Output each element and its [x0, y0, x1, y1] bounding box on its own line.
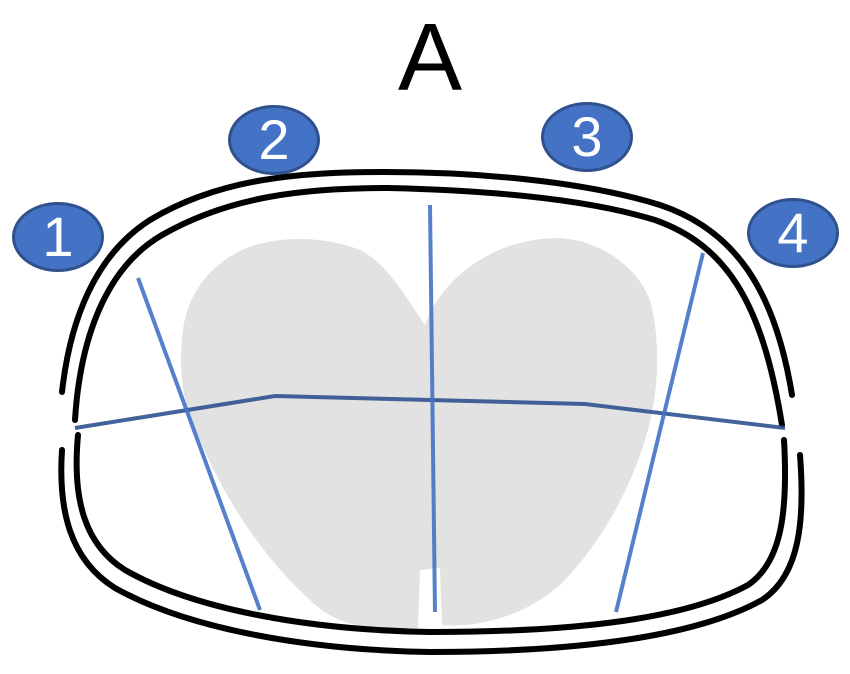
line-1: [136, 277, 262, 611]
horizontal-line: [74, 393, 786, 430]
panel-label: A: [397, 4, 463, 111]
marker-1: 1: [12, 202, 104, 272]
marker-4: 4: [747, 198, 839, 268]
line-center: [428, 204, 437, 613]
thorax-outline-inner-lower: [73, 432, 789, 636]
thorax-outline-inner-upper: [72, 184, 785, 428]
heart-shape: [181, 238, 658, 630]
thorax-outline-outer-upper: [59, 168, 795, 398]
thorax-outline-outer-lower: [58, 447, 805, 656]
line-4: [614, 252, 705, 613]
marker-3: 3: [541, 102, 633, 172]
marker-2: 2: [228, 105, 320, 175]
